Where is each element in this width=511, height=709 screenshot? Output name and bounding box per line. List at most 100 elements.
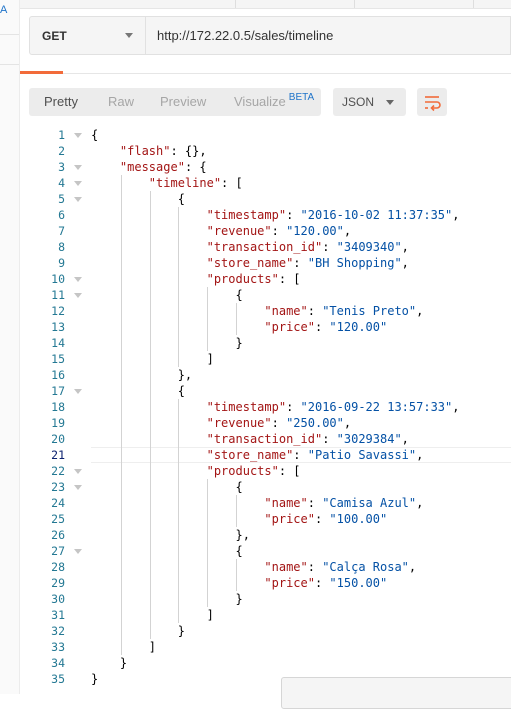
sidebar-divider: [0, 34, 19, 35]
line-number: 29: [51, 576, 65, 590]
line-number: 25: [51, 512, 65, 526]
line-number: 27: [51, 544, 65, 558]
line-number: 2: [58, 144, 65, 158]
line-number: 20: [51, 432, 65, 446]
code-line: "transaction_id": "3029384",: [206, 432, 409, 446]
line-number: 33: [51, 640, 65, 654]
code-line: "price": "100.00": [264, 512, 388, 526]
wrap-lines-button[interactable]: [417, 88, 447, 116]
line-number: 31: [51, 608, 65, 622]
indent-guide: [236, 495, 237, 527]
line-number: 14: [51, 336, 65, 350]
line-number: 6: [58, 208, 65, 222]
response-body-editor[interactable]: 1{2 "flash": {},3 "message": {4 "timelin…: [20, 126, 511, 694]
line-number: 23: [51, 480, 65, 494]
code-line: "name": "Calça Rosa",: [264, 560, 417, 574]
line-number: 30: [51, 592, 65, 606]
line-number: 35: [51, 672, 65, 686]
beta-badge: BETA: [288, 92, 315, 103]
tab-divider: [354, 0, 355, 8]
view-raw-button[interactable]: Raw: [108, 94, 135, 109]
request-tab-strip: [20, 0, 511, 9]
fold-chevron-icon[interactable]: [74, 197, 82, 202]
line-number: 5: [58, 192, 65, 206]
code-line: {: [91, 480, 243, 494]
line-number: 22: [51, 464, 65, 478]
line-number: 18: [51, 400, 65, 414]
line-number: 1: [58, 128, 65, 142]
code-line: "products": [: [206, 272, 301, 286]
line-number: 11: [51, 288, 65, 302]
url-input[interactable]: http://172.22.0.5/sales/timeline: [157, 28, 334, 43]
notification-toast[interactable]: [281, 677, 511, 709]
line-number: 4: [58, 176, 65, 190]
code-line: "price": "150.00": [264, 576, 388, 590]
fold-chevron-icon[interactable]: [74, 485, 82, 490]
code-line: {: [91, 128, 99, 142]
code-line: }: [91, 624, 185, 638]
line-number: 32: [51, 624, 65, 638]
code-line: "name": "Camisa Azul",: [264, 496, 424, 510]
line-number: 24: [51, 496, 65, 510]
indent-guide: [149, 191, 151, 639]
fold-chevron-icon[interactable]: [74, 549, 82, 554]
format-select[interactable]: JSON: [333, 88, 406, 116]
code-line: {: [91, 288, 243, 302]
sidebar-partial-label[interactable]: A: [0, 4, 8, 16]
view-preview-button[interactable]: Preview: [160, 94, 207, 109]
code-line: },: [91, 528, 250, 542]
sidebar-divider: [0, 64, 19, 65]
line-number: 7: [58, 224, 65, 238]
code-line: "products": [: [206, 464, 301, 478]
line-number: 15: [51, 352, 65, 366]
tab-divider: [235, 0, 236, 8]
chevron-down-icon: [125, 33, 133, 38]
line-number: 12: [51, 304, 65, 318]
code-line: {: [91, 384, 185, 398]
indent-guide: [120, 175, 122, 655]
fold-chevron-icon[interactable]: [74, 277, 82, 282]
line-number: 28: [51, 560, 65, 574]
line-number: 9: [58, 256, 65, 270]
line-number: 19: [51, 416, 65, 430]
line-number: 17: [51, 384, 65, 398]
code-line: }: [91, 672, 99, 686]
fold-chevron-icon[interactable]: [74, 181, 82, 186]
tab-underline-track: [20, 73, 511, 74]
wrap-lines-icon: [425, 96, 441, 112]
code-line: "revenue": "250.00",: [206, 416, 352, 430]
chevron-down-icon: [386, 100, 394, 105]
line-number: 3: [58, 160, 65, 174]
code-line: "name": "Tenis Preto",: [264, 304, 424, 318]
line-number: 26: [51, 528, 65, 542]
fold-chevron-icon[interactable]: [74, 293, 82, 298]
visualize-label: Visualize: [234, 94, 286, 109]
fold-chevron-icon[interactable]: [74, 389, 82, 394]
code-line: }: [91, 336, 243, 350]
line-number: 16: [51, 368, 65, 382]
code-line: "message": {: [119, 160, 207, 174]
code-line: "transaction_id": "3409340",: [206, 240, 409, 254]
method-select[interactable]: GET: [30, 17, 146, 54]
code-line: "timestamp": "2016-10-02 11:37:35",: [206, 208, 460, 222]
view-pretty-button[interactable]: Pretty: [44, 94, 78, 109]
current-line-highlight: [91, 447, 511, 463]
request-bar: GET http://172.22.0.5/sales/timeline: [29, 16, 511, 55]
code-line: }: [91, 656, 128, 670]
code-line: "timeline": [: [148, 176, 243, 190]
code-line: ]: [91, 352, 214, 366]
fold-chevron-icon[interactable]: [74, 165, 82, 170]
code-line: }: [91, 592, 243, 606]
fold-chevron-icon[interactable]: [74, 133, 82, 138]
code-line: {: [91, 192, 185, 206]
active-tab-indicator: [20, 71, 63, 74]
code-line: },: [91, 368, 193, 382]
fold-chevron-icon[interactable]: [74, 469, 82, 474]
code-line: "store_name": "Patio Savassi",: [206, 448, 424, 462]
code-line: "timestamp": "2016-09-22 13:57:33",: [206, 400, 460, 414]
indent-guide: [236, 303, 237, 335]
format-label: JSON: [342, 95, 375, 109]
method-label: GET: [42, 28, 67, 43]
